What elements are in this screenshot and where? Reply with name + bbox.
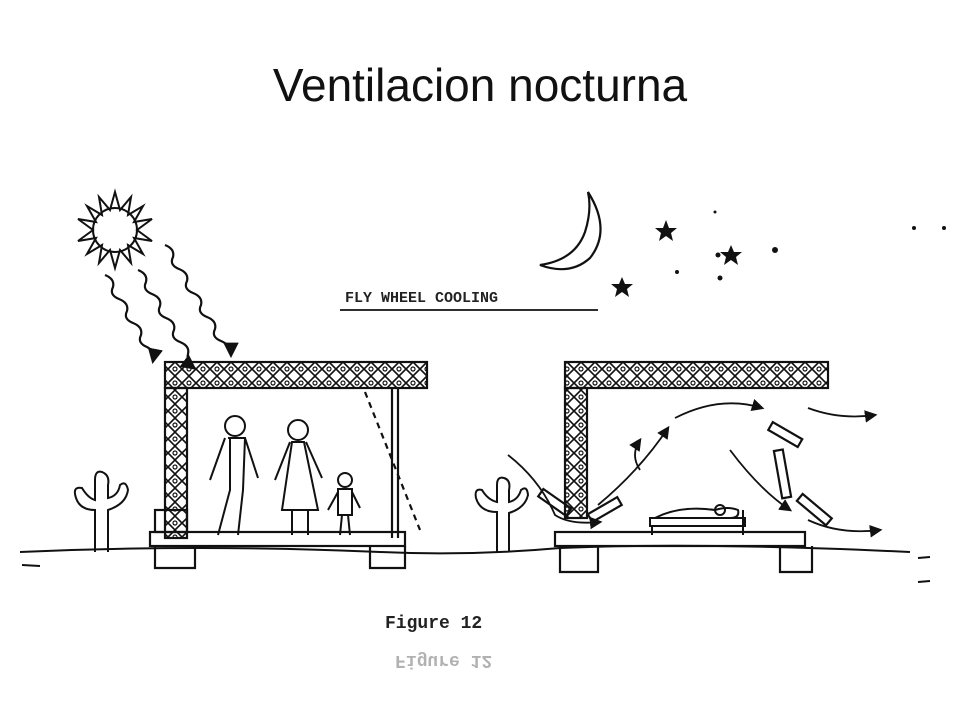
diagram-heading: FLY WHEEL COOLING [345, 290, 498, 307]
day-house [148, 360, 429, 570]
people-icon [209, 415, 361, 536]
fly-wheel-cooling-diagram: FLY WHEEL COOLING [19, 188, 946, 670]
airflow-arrows [507, 399, 883, 538]
bed-icon [649, 504, 746, 535]
slide-title: Ventilacion nocturna [272, 59, 688, 111]
cactus-right-icon [474, 476, 530, 552]
sun-icon [77, 188, 153, 272]
moon-icon [539, 191, 602, 271]
figure-caption: Figure 12 [385, 614, 482, 634]
stars-icon [611, 210, 946, 297]
cactus-left-icon [73, 470, 130, 552]
solar-radiation-arrows [104, 243, 239, 370]
figure-caption-ghost: Figure 12 [395, 650, 492, 670]
night-house [536, 360, 834, 574]
